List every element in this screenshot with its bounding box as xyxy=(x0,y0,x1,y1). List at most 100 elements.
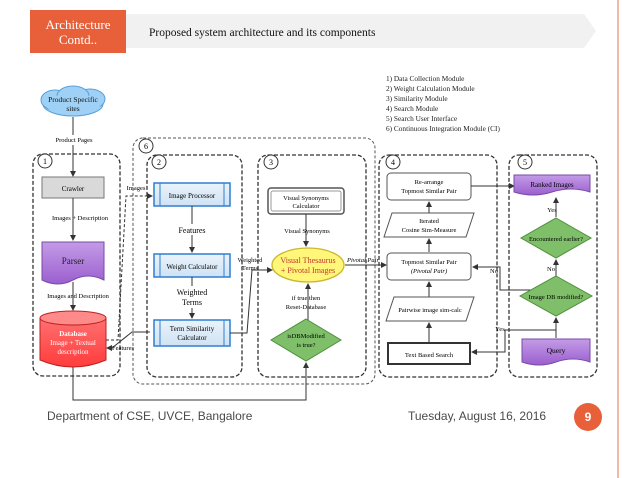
label-bg xyxy=(53,135,95,145)
query-shape xyxy=(521,338,591,366)
rearrange-label: Re-arrange xyxy=(415,179,444,186)
edge-label: Visual Synonyms xyxy=(284,228,330,235)
parser-label: Parser xyxy=(62,256,85,266)
edge-label: No xyxy=(547,266,555,273)
module-number-badge xyxy=(138,138,154,154)
edge-label: Features xyxy=(112,345,134,352)
edge-label: Terms xyxy=(242,265,259,272)
edge-label: Images and Description xyxy=(47,293,109,300)
edge-label: Terms xyxy=(182,298,202,307)
legend-item: 4) Search Module xyxy=(386,104,438,113)
page-number-badge: 9 xyxy=(574,403,602,431)
edge-label: Weighted xyxy=(177,288,207,297)
legend-item: 1) Data Collection Module xyxy=(386,74,464,83)
edge-label: Yes xyxy=(495,326,505,333)
features-connector xyxy=(106,331,150,351)
edge-label: Yes xyxy=(547,207,557,214)
module-number: 2 xyxy=(157,158,161,167)
topmost-pair-label: (Pivotal Pair) xyxy=(411,268,447,275)
image-processor-label: Image Processor xyxy=(169,192,216,200)
feedback-loop xyxy=(72,362,309,401)
term-similarity-label: Calculator xyxy=(177,334,207,342)
is-db-modified-decision xyxy=(270,318,342,362)
visual-thesaurus-label: + Pivotal Images xyxy=(281,266,335,275)
rearrange-box xyxy=(386,172,472,201)
product-sites-cloud: Product Specific sites xyxy=(40,85,106,117)
module-1-border xyxy=(32,153,121,377)
encountered-decision xyxy=(519,217,593,259)
visual-synonyms-calculator-label: Visual Synonyms xyxy=(283,195,329,202)
text-search-box xyxy=(387,342,471,365)
database-label: Image + Textual xyxy=(50,339,96,347)
module-3-border xyxy=(257,154,367,378)
header-banner xyxy=(126,14,596,48)
is-db-modified-label: isDBModified xyxy=(287,333,325,340)
legend-item: 6) Continuous Integration Module (CI) xyxy=(386,124,500,133)
edge-label: Weighted xyxy=(238,257,263,264)
module-2-border xyxy=(146,154,243,378)
query-label: Query xyxy=(547,346,566,355)
is-db-modified-label: is true? xyxy=(297,342,316,349)
encountered-label: Encountered earlier? xyxy=(529,236,583,243)
module-number-badge xyxy=(517,154,533,170)
reset-db-note: Reset-Database xyxy=(286,304,327,311)
module-number-badge xyxy=(151,154,167,170)
footer-department: Department of CSE, UVCE, Bangalore xyxy=(47,409,253,423)
legend-item: 5) Search User Interface xyxy=(386,114,457,123)
module-number: 5 xyxy=(523,158,527,167)
iterated-cosine-box xyxy=(383,212,475,238)
parser-shape xyxy=(41,241,105,285)
pairwise-box xyxy=(385,296,475,322)
iterated-cosine-label: Iterated xyxy=(419,218,440,225)
module-number-badge xyxy=(263,154,279,170)
edge-label: Images xyxy=(127,185,146,192)
visual-thesaurus-label: Visual Thesaurus xyxy=(280,256,335,265)
reset-db-note: if true then xyxy=(292,295,321,302)
term-similarity-label: Term Similarity xyxy=(170,325,215,333)
module-number: 4 xyxy=(391,158,395,167)
pairwise-label: Pairwise image sim-calc xyxy=(398,307,462,314)
legend-item: 2) Weight Calculation Module xyxy=(386,84,475,93)
module-number: 3 xyxy=(269,158,273,167)
rearrange-label: Topmost Similar Pair xyxy=(401,188,457,195)
term-similarity-box xyxy=(153,319,231,347)
module-4-border xyxy=(378,154,498,378)
module-number: 6 xyxy=(144,142,148,151)
edge-label: Images + Description xyxy=(52,215,109,222)
topmost-pair-box xyxy=(386,252,472,281)
module-number: 1 xyxy=(43,157,47,166)
topmost-pair-label: Topmost Similar Pair xyxy=(401,259,457,266)
cloud-label: Product Specific xyxy=(48,95,98,104)
module-number-badge xyxy=(37,153,53,169)
crawler-label: Crawler xyxy=(62,185,85,193)
slide-subtitle: Proposed system architecture and its com… xyxy=(149,27,376,39)
images-connector xyxy=(106,193,153,341)
legend-item: 3) Similarity Module xyxy=(386,94,448,103)
edge-label: Pivotal Pair xyxy=(346,257,379,264)
module-5-border xyxy=(508,154,598,378)
module-number-badge xyxy=(385,154,401,170)
label-bg xyxy=(174,224,210,235)
slide-title: Architecture Contd.. xyxy=(30,10,126,53)
visual-thesaurus-node xyxy=(271,247,345,283)
right-rule xyxy=(617,0,619,478)
title-line-1: Architecture xyxy=(45,16,111,32)
edge-label: No xyxy=(490,268,498,275)
module-6-border xyxy=(132,137,376,385)
edge-label: Features xyxy=(178,226,205,235)
weighted-terms-connector xyxy=(230,267,273,334)
image-db-modified-decision xyxy=(518,275,594,317)
weight-calculator-label: Weight Calculator xyxy=(167,263,219,271)
iterated-cosine-label: Cosine Sim-Measure xyxy=(402,227,457,234)
edge-label: Product Pages xyxy=(55,137,92,144)
title-line-2: Contd.. xyxy=(58,31,98,47)
database-label: description xyxy=(57,348,89,356)
ranked-images-label: Ranked Images xyxy=(530,181,574,189)
visual-synonyms-calculator-label: Calculator xyxy=(292,203,320,210)
box-inner-border xyxy=(270,190,342,212)
ranked-images-shape xyxy=(513,174,591,196)
module-legend: 1) Data Collection Module 2) Weight Calc… xyxy=(386,74,500,133)
footer-date: Tuesday, August 16, 2016 xyxy=(408,409,547,423)
image-db-modified-label: Image DB modified? xyxy=(529,294,584,301)
